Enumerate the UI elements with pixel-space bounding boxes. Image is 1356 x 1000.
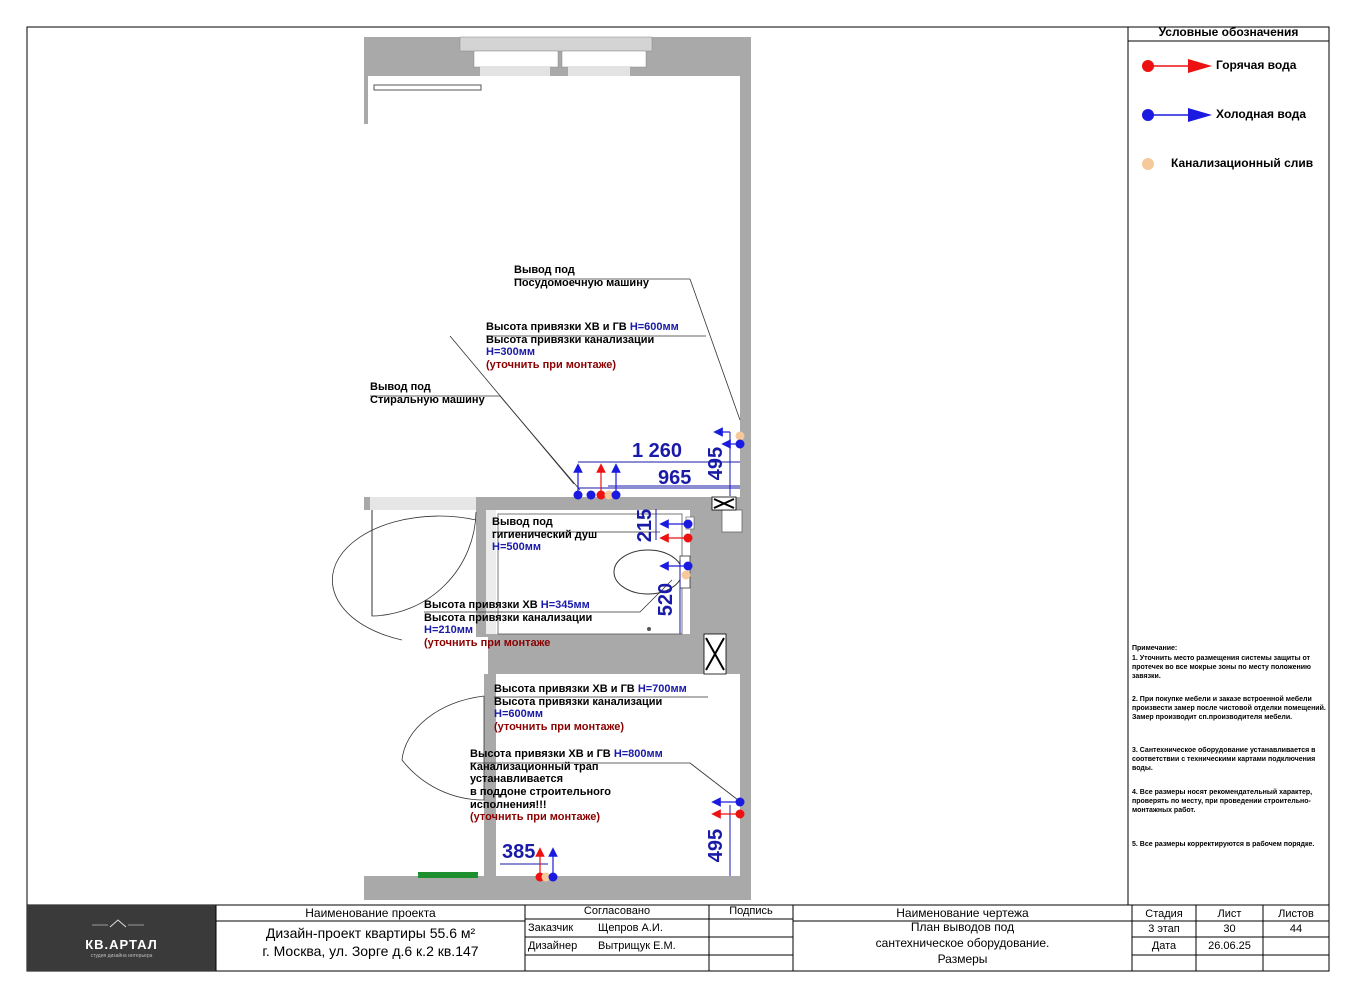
- dimension-965: 965: [658, 467, 692, 489]
- sink-sewer-label: Высота привязки канализации: [494, 695, 663, 708]
- kitchen-note: (уточнить при монтаже): [486, 358, 617, 371]
- annotation-dishwasher-line2: Посудомоечную машину: [514, 276, 649, 289]
- note-4: 4. Все размеры носят рекомендательный ха…: [1132, 789, 1313, 814]
- date-value: 26.06.25: [1208, 940, 1251, 952]
- stage-label: Стадия: [1145, 908, 1183, 920]
- logo-subtitle: студия дизайна интерьера: [90, 953, 153, 959]
- sink-note: (уточнить при монтаже): [494, 720, 625, 733]
- kitchen-sewer-value: Н=300мм: [486, 346, 535, 359]
- agreed-label: Согласовано: [583, 905, 651, 917]
- wc-sewer-value: Н=210мм: [424, 624, 473, 637]
- legend-hot-water-label: Горячая вода: [1216, 58, 1297, 72]
- kitchen-height-label: Высота привязки ХВ и ГВ: [486, 321, 630, 333]
- annotation-shower-height: Высота привязки ХВ и ГВ Н=800мм Канализа…: [470, 748, 663, 824]
- dimension-495-top: 495: [705, 446, 728, 481]
- drawing-line3: Размеры: [937, 952, 988, 966]
- sheets-value: 44: [1289, 923, 1303, 935]
- annotation-kitchen-height: Высота привязки ХВ и ГВ Н=600мм Высота п…: [486, 321, 679, 372]
- shower-drain-line4: исполнения!!!: [470, 798, 547, 811]
- title-block: [26, 904, 1330, 972]
- drawing-line1: План выводов под: [910, 920, 1015, 934]
- sink-height-label: Высота привязки ХВ и ГВ: [494, 683, 638, 695]
- kitchen-sewer-label: Высота привязки канализации: [486, 333, 655, 346]
- wc-sewer-label: Высота привязки канализации: [424, 611, 593, 624]
- notes-header: Примечание:: [1132, 645, 1178, 652]
- logo-house-icon: [109, 919, 127, 928]
- shower-line1: Вывод под: [492, 516, 553, 528]
- project-line1: Дизайн-проект квартиры 55.6 м²: [265, 925, 476, 941]
- wc-height-label: Высота привязки ХВ: [424, 599, 541, 611]
- door-swing-2: [331, 515, 477, 641]
- note-3: 3. Сантехническое оборудование устанавли…: [1132, 747, 1316, 772]
- customer-label: Заказчик: [528, 922, 574, 934]
- door-swing-1: [371, 510, 477, 617]
- shower-line3: Н=500мм: [492, 541, 541, 554]
- sink-sewer-value: Н=600мм: [494, 708, 543, 721]
- logo-text: КВ.АРТАЛ: [85, 937, 158, 952]
- annotation-wc-height: Высота привязки ХВ Н=345мм Высота привяз…: [424, 599, 592, 650]
- leader-lines: [370, 278, 741, 801]
- dimension-1260: 1 260: [632, 440, 683, 462]
- door-swing-3: [401, 695, 485, 801]
- date-label: Дата: [1151, 940, 1177, 952]
- wc-note: (уточнить при монтаже: [424, 636, 551, 649]
- annotation-shower: Вывод под гигиенический душ Н=500мм: [492, 516, 597, 554]
- dimension-385: 385: [502, 841, 536, 863]
- dimension-495-bottom: 495: [705, 828, 728, 863]
- designer-name: Вытрищук Е.М.: [598, 940, 676, 952]
- project-line2: г. Москва, ул. Зорге д.6 к.2 кв.147: [262, 943, 479, 959]
- annotation-washer-line2: Стиральную машину: [370, 393, 485, 406]
- annotation-washer: Вывод под Стиральную машину: [370, 381, 485, 406]
- shower-drain-note: (уточнить при монтаже): [470, 811, 601, 824]
- legend-sewer-label: Канализационный слив: [1171, 156, 1314, 170]
- dimension-520: 520: [655, 582, 678, 617]
- note-1: 1. Уточнить место размещения системы защ…: [1132, 655, 1312, 680]
- dimension-lines: [500, 432, 740, 876]
- legend-symbols: [1142, 59, 1212, 170]
- shower-drain-line1: Канализационный трап: [470, 760, 599, 773]
- shower-height-value: Н=800мм: [613, 748, 663, 760]
- stage-value: 3 этап: [1148, 923, 1180, 935]
- note-2: 2. При покупке мебели и заказе встроенно…: [1132, 696, 1326, 721]
- annotation-sink-height: Высота привязки ХВ и ГВ Н=700мм Высота п…: [494, 683, 687, 734]
- pipe-outlets: [535, 427, 745, 882]
- project-label: Наименование проекта: [305, 906, 436, 920]
- wc-height-value: Н=345мм: [540, 599, 590, 611]
- designer-label: Дизайнер: [528, 940, 578, 952]
- customer-name: Щепров А.И.: [598, 922, 663, 934]
- legend-title: Условные обозначения: [1158, 25, 1299, 39]
- annotation-dishwasher-line1: Вывод под: [514, 264, 575, 276]
- shower-line2: гигиенический душ: [492, 528, 598, 541]
- shower-drain-line2: устанавливается: [470, 773, 564, 786]
- shower-drain-line3: в поддоне строительного: [470, 785, 612, 798]
- sheets-label: Листов: [1278, 908, 1314, 920]
- legend-cold-water-label: Холодная вода: [1216, 107, 1307, 121]
- drawing-line2: сантехническое оборудование.: [875, 936, 1050, 950]
- shower-height-label: Высота привязки ХВ и ГВ: [470, 748, 614, 760]
- kitchen-height-value: Н=600мм: [629, 321, 679, 333]
- annotation-washer-line1: Вывод под: [370, 381, 431, 393]
- sink-height-value: Н=700мм: [637, 683, 687, 695]
- annotation-dishwasher: Вывод под Посудомоечную машину: [514, 264, 649, 289]
- note-5: 5. Все размеры корректируются в рабочем …: [1132, 841, 1315, 848]
- sheet-label: Лист: [1217, 908, 1242, 920]
- signature-label: Подпись: [729, 905, 773, 917]
- dimension-215: 215: [634, 508, 657, 543]
- sheet-value: 30: [1223, 923, 1236, 935]
- drawing-label: Наименование чертежа: [896, 906, 1029, 920]
- floor-plan: [331, 36, 751, 900]
